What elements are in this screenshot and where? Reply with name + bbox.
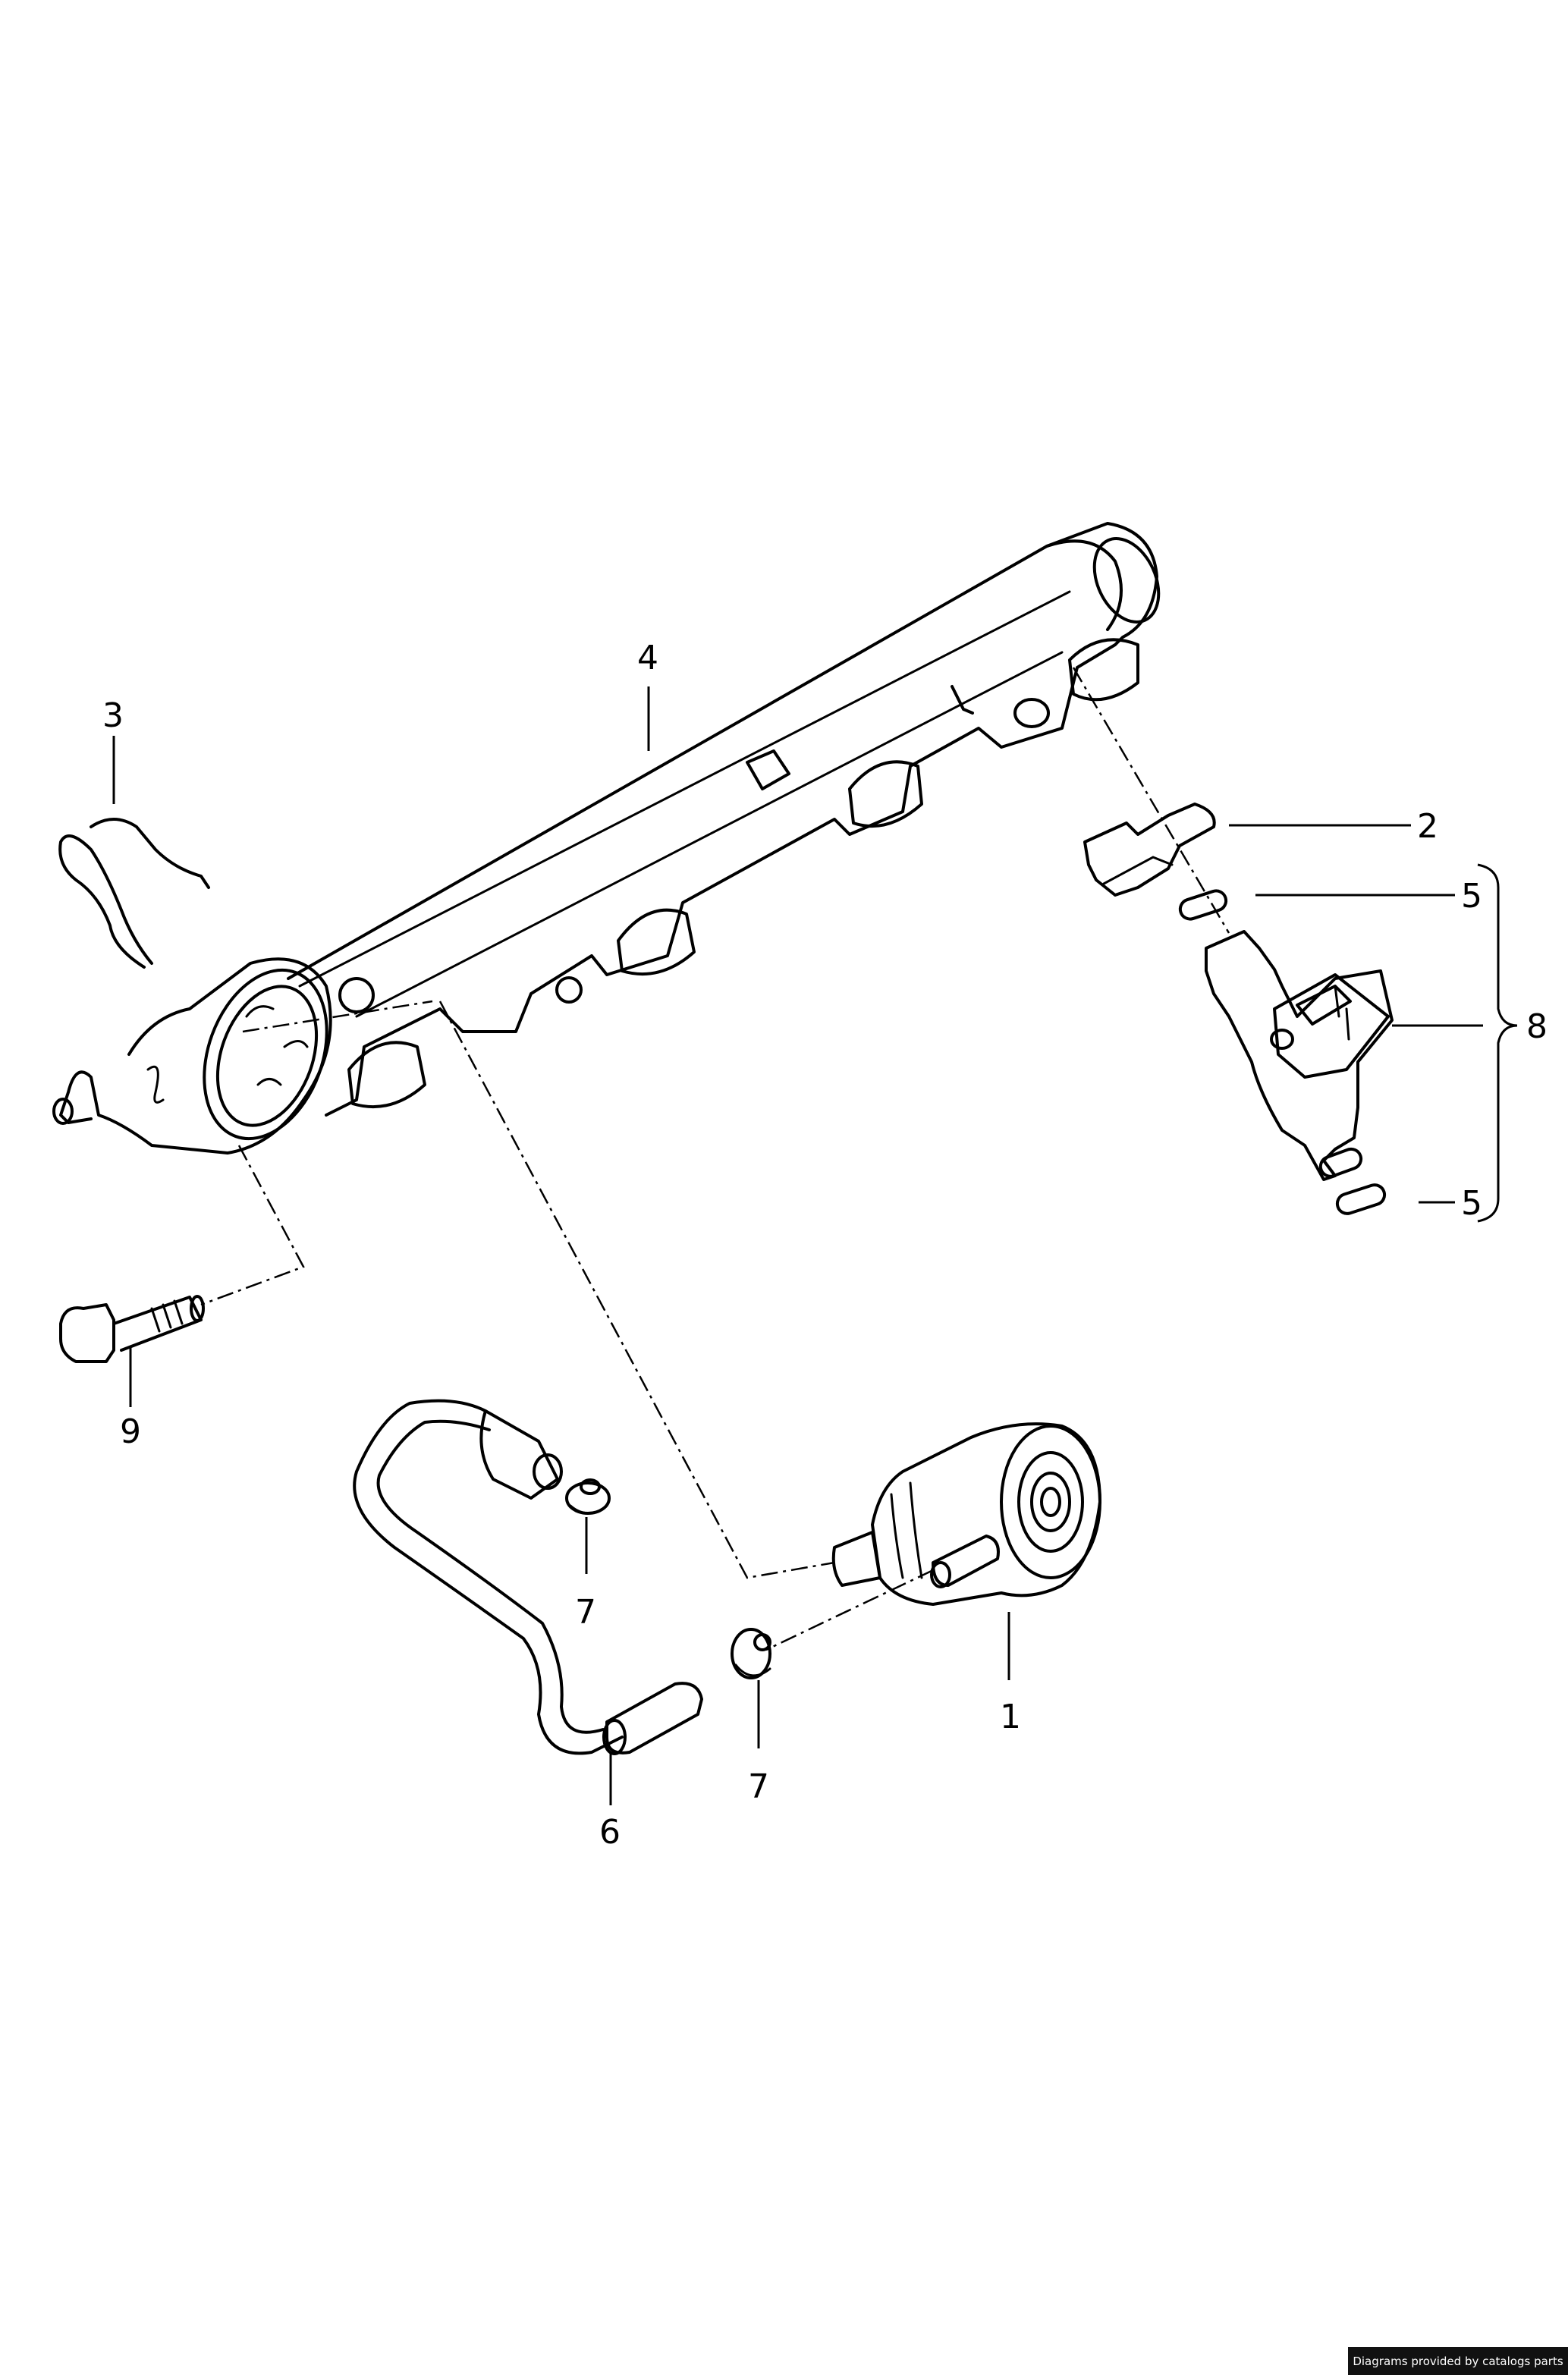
callout-3: 3 [102, 696, 124, 735]
callout-9: 9 [120, 1412, 141, 1451]
retaining-clip-part-2[interactable] [1083, 803, 1216, 897]
callout-7-upper: 7 [575, 1593, 596, 1632]
callout-1: 1 [1000, 1698, 1021, 1736]
assembly-lines [200, 667, 1230, 1651]
callout-2: 2 [1417, 807, 1438, 846]
bolt-part-9[interactable] [59, 1295, 205, 1363]
fuel-hose-part-6[interactable] [353, 1399, 703, 1755]
callout-8: 8 [1526, 1007, 1548, 1046]
leader-lines [112, 686, 1518, 1805]
callout-labels: 1 2 3 4 5 5 6 7 7 8 9 [102, 639, 1548, 1852]
callout-4: 4 [637, 639, 658, 677]
o-ring-lower-part-5[interactable] [1335, 1183, 1387, 1217]
pressure-regulator-part-1[interactable] [831, 1422, 1101, 1606]
callout-5-lower: 5 [1461, 1184, 1482, 1223]
wire-clip-part-3[interactable] [58, 818, 210, 969]
hose-clamp-upper-part-7[interactable] [565, 1478, 611, 1515]
o-ring-upper-part-5[interactable] [1178, 888, 1229, 922]
footer-credit: Diagrams provided by catalogs parts [1348, 2347, 1568, 2375]
hose-clamp-lower-part-7[interactable] [731, 1628, 771, 1679]
callout-6: 6 [599, 1813, 621, 1852]
fuel-injector-part-8[interactable] [1205, 930, 1394, 1181]
fuel-rail-part-4[interactable] [52, 522, 1171, 1156]
callout-7-lower: 7 [748, 1767, 769, 1806]
callout-5-upper: 5 [1461, 877, 1482, 916]
